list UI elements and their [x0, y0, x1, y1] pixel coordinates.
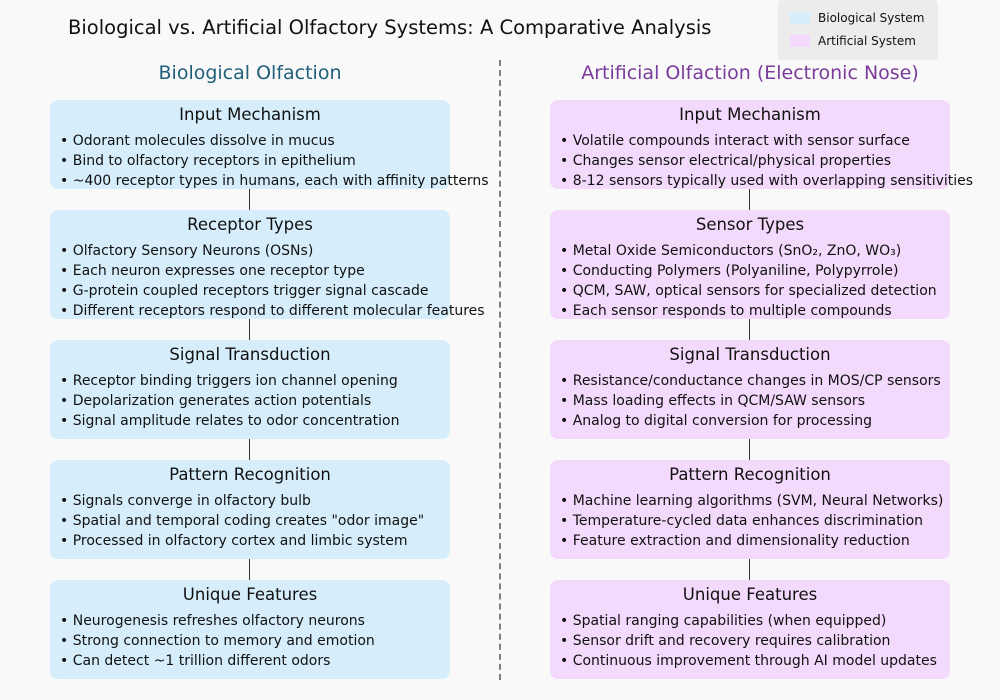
bullet-item: Can detect ~1 trillion different odors — [60, 651, 375, 671]
bio-receptor-types-box: Receptor Types Olfactory Sensory Neurons… — [50, 210, 485, 319]
connector-line — [249, 559, 250, 580]
legend: Biological System Artificial System — [778, 0, 938, 60]
connector-line — [249, 439, 250, 460]
bullet-item: Strong connection to memory and emotion — [60, 631, 375, 651]
bullet-item: Signal amplitude relates to odor concent… — [60, 411, 400, 431]
bullet-item: Depolarization generates action potentia… — [60, 391, 399, 411]
bullet-list: Metal Oxide Semiconductors (SnO₂, ZnO, W… — [560, 241, 937, 321]
bullet-item: QCM, SAW, optical sensors for specialize… — [560, 281, 937, 301]
bullet-item: Sensor drift and recovery requires calib… — [560, 631, 937, 651]
box-title: Signal Transduction — [669, 345, 831, 364]
diagram-title: Biological vs. Artificial Olfactory Syst… — [68, 16, 712, 39]
artificial-column-heading: Artificial Olfaction (Electronic Nose) — [581, 62, 919, 84]
art-signal-transduction-box: Signal Transduction Resistance/conductan… — [550, 340, 950, 439]
bullet-item: Spatial and temporal coding creates "odo… — [60, 511, 424, 531]
bullet-list: Neurogenesis refreshes olfactory neurons… — [60, 611, 375, 671]
column-divider — [499, 60, 501, 680]
connector-line — [249, 319, 250, 340]
bullet-item: Processed in olfactory cortex and limbic… — [60, 531, 424, 551]
bullet-item: G-protein coupled receptors trigger sign… — [60, 281, 485, 301]
box-title: Sensor Types — [695, 215, 805, 234]
box-title: Unique Features — [682, 585, 818, 604]
bullet-item: Each sensor responds to multiple compoun… — [560, 301, 937, 321]
bio-pattern-recognition-box: Pattern Recognition Signals converge in … — [50, 460, 450, 559]
bullet-list: Odorant molecules dissolve in mucus Bind… — [60, 131, 489, 191]
box-title: Input Mechanism — [679, 105, 821, 124]
bullet-item: Signals converge in olfactory bulb — [60, 491, 424, 511]
bullet-list: Olfactory Sensory Neurons (OSNs) Each ne… — [60, 241, 485, 321]
bullet-list: Resistance/conductance changes in MOS/CP… — [560, 371, 941, 431]
bullet-item: ~400 receptor types in humans, each with… — [60, 171, 489, 191]
box-title: Receptor Types — [187, 215, 313, 234]
box-title: Pattern Recognition — [169, 465, 331, 484]
bullet-item: Olfactory Sensory Neurons (OSNs) — [60, 241, 485, 261]
legend-label-artificial: Artificial System — [818, 34, 916, 48]
legend-swatch-biological — [790, 12, 810, 24]
legend-item-biological: Biological System — [790, 11, 924, 25]
connector-line — [249, 189, 250, 210]
bio-unique-features-box: Unique Features Neurogenesis refreshes o… — [50, 580, 450, 679]
biological-column-heading: Biological Olfaction — [158, 62, 342, 84]
legend-label-biological: Biological System — [818, 11, 925, 25]
bio-input-mechanism-box: Input Mechanism Odorant molecules dissol… — [50, 100, 489, 189]
bullet-item: Odorant molecules dissolve in mucus — [60, 131, 489, 151]
connector-line — [749, 439, 750, 460]
art-pattern-recognition-box: Pattern Recognition Machine learning alg… — [550, 460, 950, 559]
bullet-item: Neurogenesis refreshes olfactory neurons — [60, 611, 375, 631]
bullet-item: Continuous improvement through AI model … — [560, 651, 937, 671]
bullet-item: Different receptors respond to different… — [60, 301, 485, 321]
bullet-item: 8-12 sensors typically used with overlap… — [560, 171, 973, 191]
bullet-item: Receptor binding triggers ion channel op… — [60, 371, 399, 391]
box-title: Unique Features — [182, 585, 318, 604]
box-title: Input Mechanism — [179, 105, 321, 124]
bullet-item: Mass loading effects in QCM/SAW sensors — [560, 391, 941, 411]
bullet-item: Conducting Polymers (Polyaniline, Polypy… — [560, 261, 937, 281]
bullet-list: Signals converge in olfactory bulb Spati… — [60, 491, 424, 551]
bullet-list: Machine learning algorithms (SVM, Neural… — [560, 491, 944, 551]
bullet-item: Machine learning algorithms (SVM, Neural… — [560, 491, 944, 511]
bullet-item: Metal Oxide Semiconductors (SnO₂, ZnO, W… — [560, 241, 937, 261]
connector-line — [749, 189, 750, 210]
bio-signal-transduction-box: Signal Transduction Receptor binding tri… — [50, 340, 450, 439]
art-unique-features-box: Unique Features Spatial ranging capabili… — [550, 580, 950, 679]
box-title: Signal Transduction — [169, 345, 331, 364]
bullet-list: Spatial ranging capabilities (when equip… — [560, 611, 937, 671]
bullet-item: Each neuron expresses one receptor type — [60, 261, 485, 281]
bullet-item: Bind to olfactory receptors in epitheliu… — [60, 151, 489, 171]
art-input-mechanism-box: Input Mechanism Volatile compounds inter… — [550, 100, 973, 189]
connector-line — [749, 319, 750, 340]
bullet-item: Volatile compounds interact with sensor … — [560, 131, 973, 151]
bullet-item: Temperature-cycled data enhances discrim… — [560, 511, 943, 531]
legend-item-artificial: Artificial System — [790, 34, 916, 48]
bullet-item: Analog to digital conversion for process… — [560, 411, 941, 431]
legend-swatch-artificial — [790, 35, 810, 47]
bullet-item: Changes sensor electrical/physical prope… — [560, 151, 973, 171]
bullet-list: Receptor binding triggers ion channel op… — [60, 371, 400, 431]
bullet-item: Feature extraction and dimensionality re… — [560, 531, 943, 551]
connector-line — [749, 559, 750, 580]
bullet-item: Resistance/conductance changes in MOS/CP… — [560, 371, 941, 391]
bullet-list: Volatile compounds interact with sensor … — [560, 131, 973, 191]
art-sensor-types-box: Sensor Types Metal Oxide Semiconductors … — [550, 210, 950, 319]
bullet-item: Spatial ranging capabilities (when equip… — [560, 611, 937, 631]
box-title: Pattern Recognition — [669, 465, 831, 484]
